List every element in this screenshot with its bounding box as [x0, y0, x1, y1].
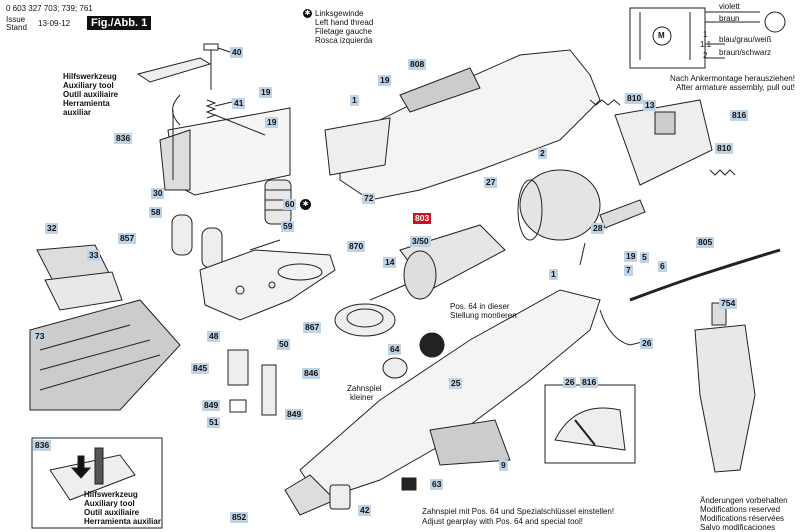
zahnspiel-1: kleiner [350, 393, 374, 402]
aux-tool-bottom-1: Auxiliary tool [84, 499, 135, 508]
armature-note-0: Nach Ankermontage herausziehen! [670, 74, 795, 83]
part-label-64: 64 [388, 344, 402, 355]
part-label-6: 6 [658, 261, 667, 272]
switch-pos-1: 1 [703, 30, 708, 39]
part-label-30: 30 [151, 188, 165, 199]
part-label-73: 73 [33, 331, 47, 342]
part-label-836a: 836 [114, 133, 133, 144]
part-label-19a: 19 [259, 87, 273, 98]
part-label-60: 60 [283, 199, 297, 210]
part-label-9: 9 [499, 460, 508, 471]
star-icon: ✱ [303, 9, 312, 18]
part-label-816a: 816 [730, 110, 749, 121]
part-label-816b: 816 [580, 377, 599, 388]
part-label-1a: 1 [350, 95, 359, 106]
part-label-803: 803 [413, 213, 432, 224]
part-label-26a: 26 [640, 338, 654, 349]
part-label-72: 72 [362, 193, 376, 204]
gearplay-note-1: Adjust gearplay with Pos. 64 and special… [422, 517, 583, 526]
part-label-3-50: 3/50 [410, 236, 431, 247]
part-label-19d: 19 [624, 251, 638, 262]
part-label-5: 5 [640, 252, 649, 263]
thread-note-0: Linksgewinde [315, 9, 364, 18]
aux-tool-top-4: auxiliar [63, 108, 92, 117]
mod-3: Salvo modificaciones [700, 523, 776, 532]
aux-tool-top-0: Hilfswerkzeug [63, 72, 117, 81]
figure-label: Fig./Abb. 1 [87, 16, 152, 30]
part-label-754: 754 [719, 298, 738, 309]
part-label-48: 48 [207, 331, 221, 342]
part-label-849a: 849 [202, 400, 221, 411]
part-label-42: 42 [358, 505, 372, 516]
aux-tool-bottom-0: Hilfswerkzeug [84, 490, 138, 499]
thread-note-3: Rosca izquierda [315, 36, 373, 45]
part-label-32: 32 [45, 223, 59, 234]
part-label-845: 845 [191, 363, 210, 374]
part-label-19b: 19 [265, 117, 279, 128]
aux-tool-top-2: Outil auxiliaire [63, 90, 119, 99]
part-label-50: 50 [277, 339, 291, 350]
part-label-14: 14 [383, 257, 397, 268]
issue-date: 13-09-12 [38, 19, 71, 28]
part-label-19c: 19 [378, 75, 392, 86]
part-label-26b: 26 [563, 377, 577, 388]
part-label-13: 13 [643, 100, 657, 111]
motor-symbol: M [658, 31, 665, 40]
pos64-note-0: Pos. 64 in dieser [450, 302, 510, 311]
aux-tool-top-1: Auxiliary tool [63, 81, 114, 90]
part-label-810b: 810 [715, 143, 734, 154]
mod-2: Modifications réservées [700, 514, 785, 523]
part-label-27: 27 [484, 177, 498, 188]
part-label-33: 33 [87, 250, 101, 261]
wire-blau-grau-weiss: blau/grau/weiß [719, 35, 772, 44]
part-label-867: 867 [303, 322, 322, 333]
part-label-846: 846 [302, 368, 321, 379]
star-icon: ✱ [300, 199, 311, 210]
wire-violett: violett [719, 2, 740, 11]
part-label-40: 40 [230, 47, 244, 58]
part-label-7: 7 [624, 265, 633, 276]
thread-note-1: Left hand thread [315, 18, 374, 27]
wire-braun: braun [719, 14, 740, 23]
zahnspiel-0: Zahnspiel [347, 384, 382, 393]
thread-note-2: Filetage gauche [315, 27, 372, 36]
part-label-857: 857 [118, 233, 137, 244]
part-label-849b: 849 [285, 409, 304, 420]
part-label-870: 870 [347, 241, 366, 252]
gearplay-note-0: Zahnspiel mit Pos. 64 und Spezialschlüss… [422, 507, 615, 516]
switch-pos-1-1: 1.1 [700, 40, 712, 49]
part-label-25: 25 [449, 378, 463, 389]
part-label-2: 2 [538, 148, 547, 159]
part-label-852: 852 [230, 512, 249, 523]
issue-label: Issue [6, 15, 26, 24]
part-label-41: 41 [232, 98, 246, 109]
pos64-note-1: Stellung montieren [450, 311, 517, 320]
aux-tool-bottom-2: Outil auxiliaire [84, 508, 140, 517]
part-number: 0 603 327 703; 739; 761 [6, 4, 93, 13]
part-label-28: 28 [591, 223, 605, 234]
part-label-805: 805 [696, 237, 715, 248]
mod-0: Änderungen vorbehalten [700, 496, 788, 505]
part-label-58: 58 [149, 207, 163, 218]
armature-note-1: After armature assembly, pull out! [676, 83, 796, 92]
mod-1: Modifications reserved [700, 505, 781, 514]
part-label-808: 808 [408, 59, 427, 70]
part-label-51: 51 [207, 417, 221, 428]
aux-tool-top-3: Herramienta [63, 99, 110, 108]
aux-tool-bottom-3: Herramienta auxiliar [84, 517, 161, 526]
part-label-836b: 836 [33, 440, 52, 451]
part-label-810a: 810 [625, 93, 644, 104]
wire-braun-schwarz: braun/schwarz [719, 48, 772, 57]
switch-pos-2: 2 [703, 51, 708, 60]
stand-label: Stand [6, 23, 27, 32]
part-label-1b: 1 [549, 269, 558, 280]
part-label-63: 63 [430, 479, 444, 490]
part-label-59: 59 [281, 221, 295, 232]
